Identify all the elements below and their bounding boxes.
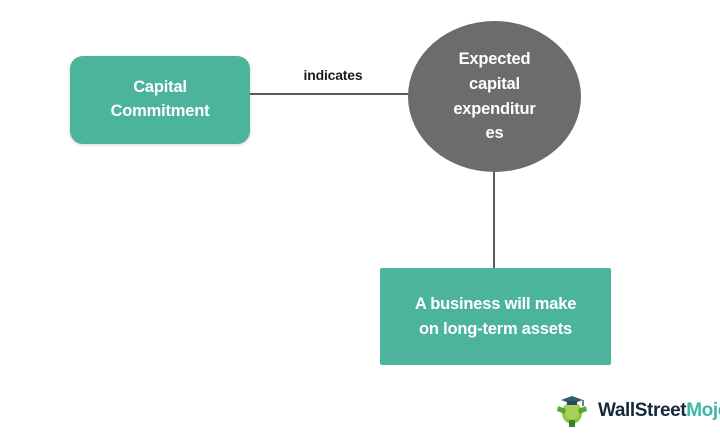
node-capital-commitment-line-1: Capital [133,78,187,97]
node-expected-capital-expenditures[interactable]: Expected capital expenditur es [408,21,581,172]
connector-expenditures-to-assets-line [493,165,495,270]
node-capital-commitment-line-2: Commitment [110,102,210,120]
connector-indicates-line [247,93,413,95]
wallstreetmojo-watermark: WallStreetMojo [553,392,720,428]
wallstreetmojo-logo-text: WallStreetMojo [598,401,720,420]
node-expected-capital-expenditures-line-4: es [485,124,504,143]
node-business-long-term-assets[interactable]: A business will make on long-term assets [380,268,611,365]
node-expected-capital-expenditures-line-1: Expected [458,50,531,68]
edge-label-indicates: indicates [303,67,363,83]
node-capital-commitment-label: Capital Commitment [111,76,210,124]
node-business-long-term-assets-label: A business will make on long-term assets [414,292,577,342]
node-business-long-term-assets-line-2: on long-term assets [419,319,572,338]
wallstreetmojo-logo-icon [557,396,587,427]
node-expected-capital-expenditures-label: Expected capital expenditur es [453,47,536,146]
logo-text-primary: WallStreet [598,399,687,421]
node-expected-capital-expenditures-line-2: capital [469,74,520,93]
node-expected-capital-expenditures-line-3: expenditur [453,99,536,118]
node-capital-commitment[interactable]: Capital Commitment [70,56,250,144]
logo-text-secondary: Mojo [686,399,720,421]
node-business-long-term-assets-line-1: A business will make [414,294,577,313]
